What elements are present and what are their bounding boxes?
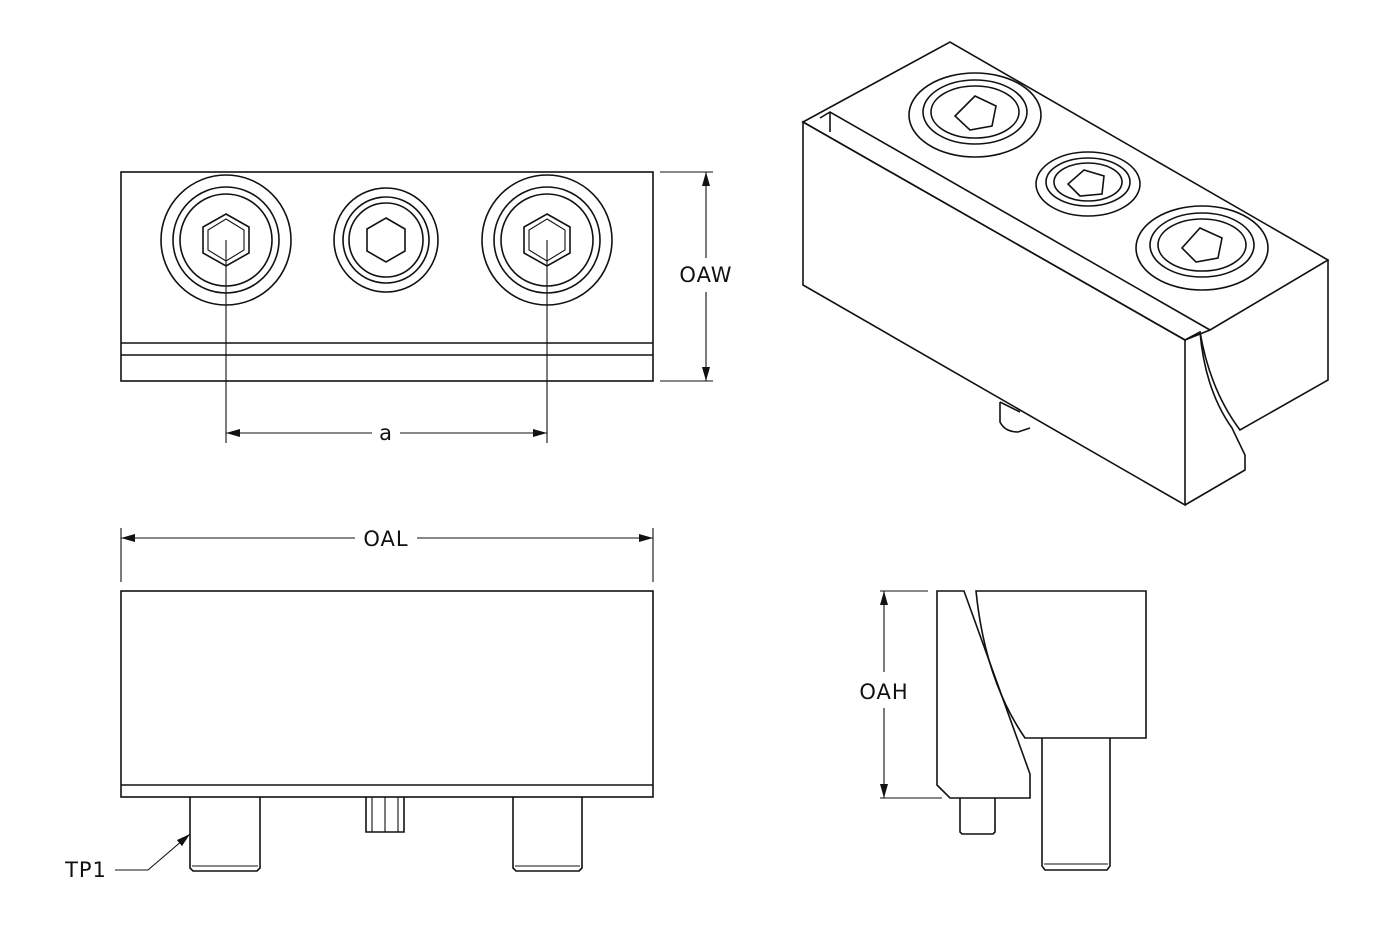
dim-label-oaw: OAW (679, 263, 732, 287)
top-view: a OAW (120, 171, 732, 445)
bolt-middle (333, 187, 439, 293)
dim-label-oal: OAL (363, 527, 408, 551)
label-tp1: TP1 (64, 858, 107, 882)
isometric-view (801, 41, 1330, 507)
iso-bolt-left (908, 72, 1042, 158)
dim-label-oah: OAH (859, 680, 908, 704)
iso-bolt-middle (1035, 151, 1141, 217)
front-view: OAL TP1 (64, 527, 654, 882)
dim-label-a: a (379, 421, 393, 445)
iso-bolt-right (1135, 205, 1269, 291)
side-view: OAH (859, 590, 1147, 871)
